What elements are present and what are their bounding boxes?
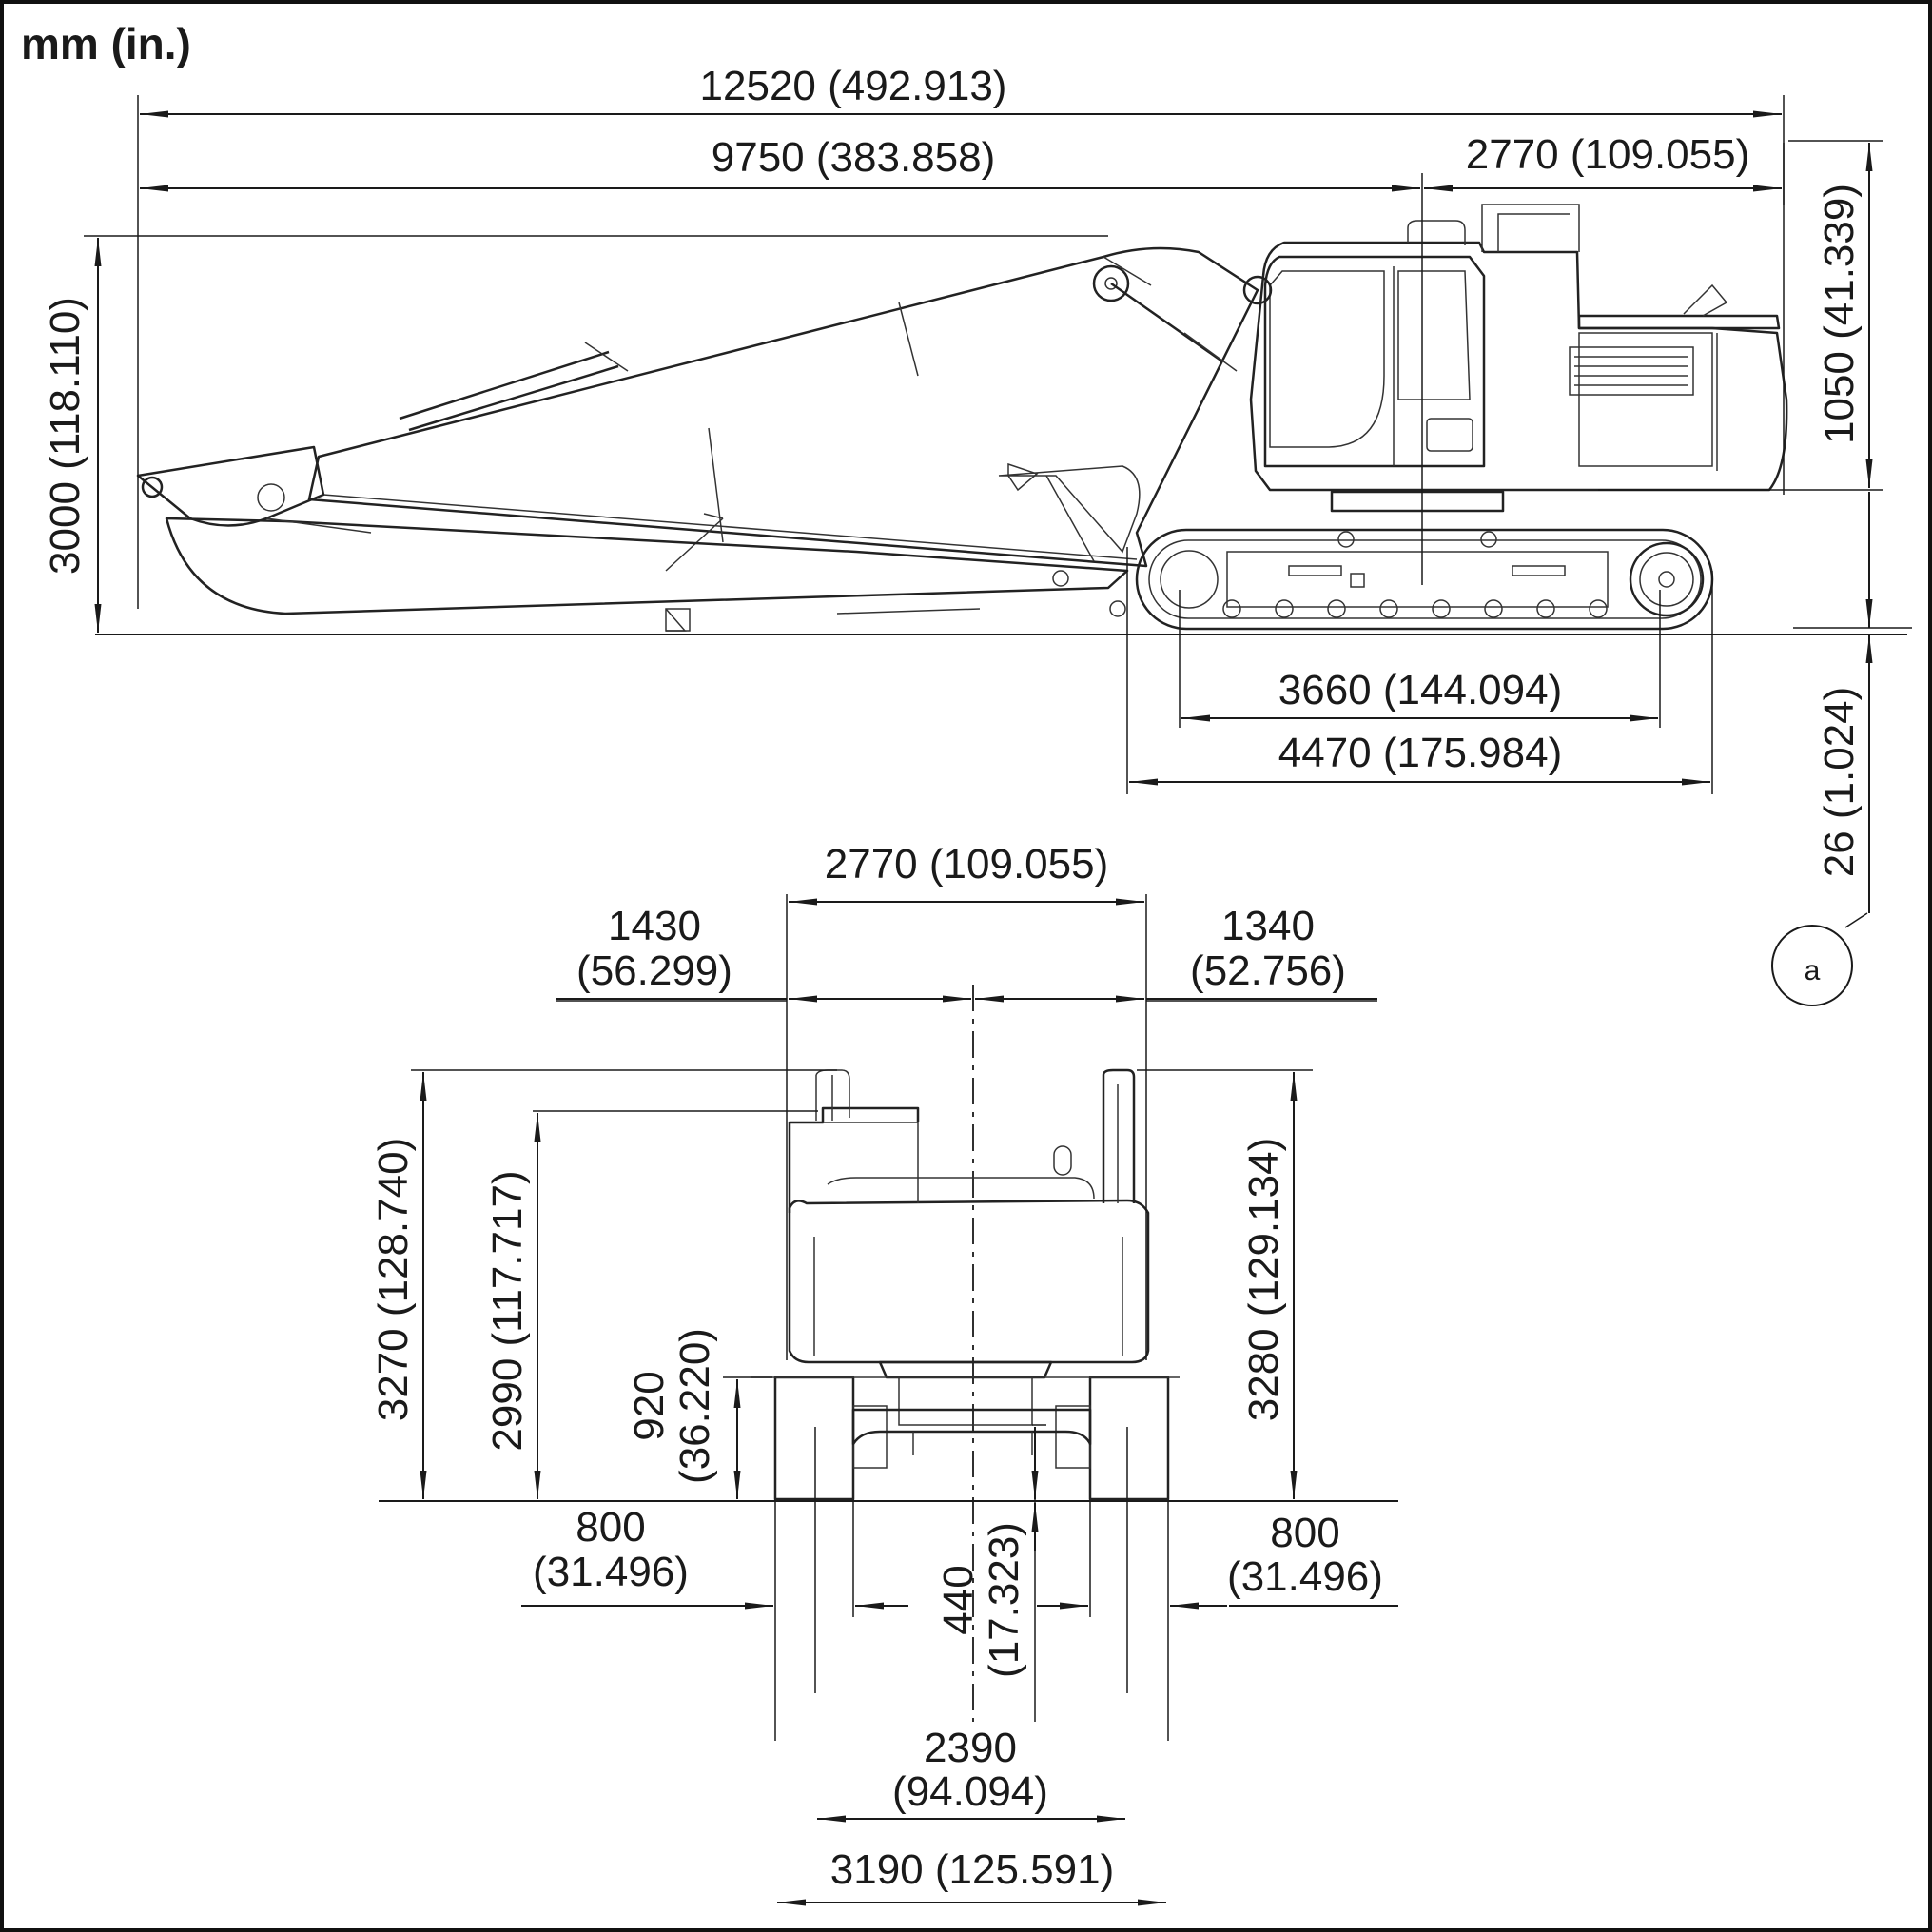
- side-dimension-lines: [94, 110, 1873, 913]
- dim-ground-clearance-in: (17.323): [981, 1522, 1027, 1678]
- rear-view: 2770 (109.055) 1430 (56.299) 1340 (52.75…: [370, 841, 1398, 1906]
- dim-upper-width: 2770 (109.055): [825, 841, 1108, 888]
- dim-track-length: 4470 (175.984): [1278, 730, 1562, 776]
- dim-right-shoe-width-in: (31.496): [1227, 1553, 1383, 1600]
- dim-track-gauge-in: (94.094): [892, 1768, 1048, 1815]
- dim-left-shoe-width-in: (31.496): [533, 1549, 689, 1595]
- dim-counterweight-clearance: 1050 (41.339): [1816, 184, 1863, 444]
- dim-counterweight-ground-in: (36.220): [672, 1328, 718, 1484]
- swing-bearing: [1330, 490, 1505, 513]
- dim-tumbler-distance: 3660 (144.094): [1278, 667, 1562, 713]
- dim-track-gauge-mm: 2390: [924, 1725, 1017, 1771]
- dim-transport-length: 9750 (383.858): [712, 134, 995, 181]
- circle-letter-callout-icon: [1771, 925, 1853, 1006]
- units-label: mm (in.): [21, 19, 191, 68]
- dim-right-half-width-mm: 1340: [1221, 903, 1315, 949]
- callout-a: a: [1771, 925, 1853, 1006]
- side-extension-lines: [84, 95, 1912, 928]
- dim-counterweight-ground-mm: 920: [626, 1371, 673, 1440]
- arm-and-bucket: [136, 445, 1141, 632]
- svg-text:a: a: [1805, 955, 1821, 986]
- dim-undercarriage-width: 3190 (125.591): [830, 1846, 1114, 1893]
- boom: [307, 246, 1259, 572]
- rear-dimension-lines: [420, 898, 1398, 1906]
- rear-extension-lines: [411, 894, 1377, 1741]
- dim-right-half-width-in: (52.756): [1190, 947, 1346, 994]
- crawler-track: [1135, 528, 1714, 631]
- dim-engine-hood-height: 2990 (117.717): [484, 1170, 531, 1451]
- dim-tail-swing: 2770 (109.055): [1466, 131, 1749, 178]
- dim-overall-length: 12520 (492.913): [700, 63, 1007, 109]
- dim-left-shoe-width-mm: 800: [576, 1504, 645, 1551]
- dim-grouser-height: 26 (1.024): [1816, 687, 1863, 878]
- dim-ground-clearance-mm: 440: [935, 1565, 982, 1634]
- upper-structure: [1242, 204, 1788, 492]
- dim-cab-height: 3270 (128.740): [370, 1138, 417, 1421]
- dim-left-half-width-in: (56.299): [576, 947, 732, 994]
- dim-left-half-width-mm: 1430: [608, 903, 701, 949]
- side-view: 12520 (492.913) 9750 (383.858) 2770 (109…: [42, 63, 1912, 1006]
- dim-handrail-height: 3280 (129.134): [1240, 1138, 1287, 1421]
- rear-upper-structure: [788, 1068, 1150, 1426]
- dim-right-shoe-width-mm: 800: [1270, 1510, 1339, 1556]
- rear-undercarriage: [751, 1376, 1180, 1501]
- dim-overall-height: 3000 (118.110): [42, 297, 88, 575]
